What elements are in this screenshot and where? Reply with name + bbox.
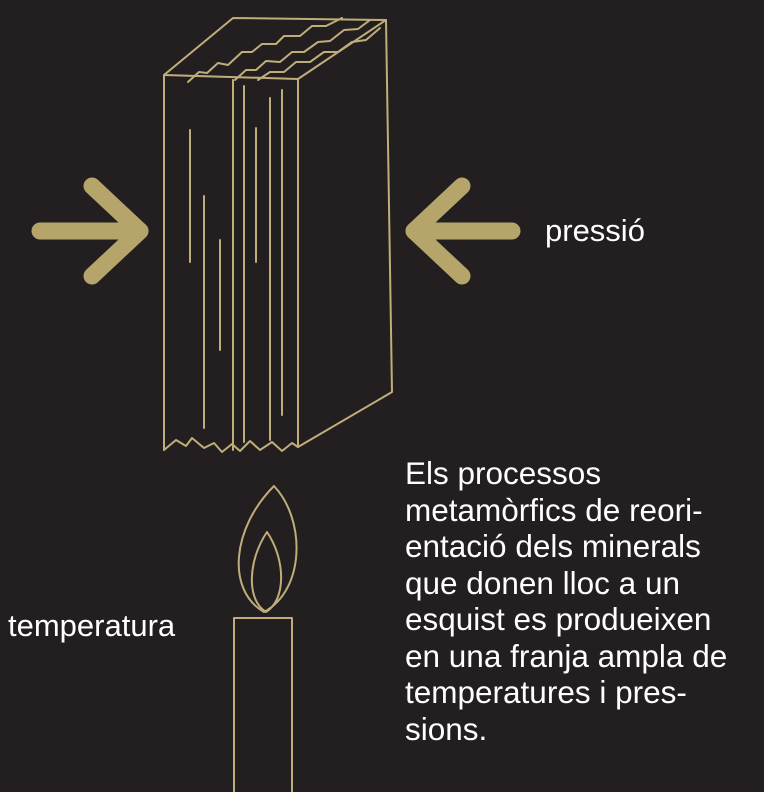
pressure-label: pressió: [545, 213, 645, 248]
description-line: entació dels minerals: [405, 528, 701, 564]
description-line: sions.: [405, 710, 488, 747]
candle-icon: [233, 485, 298, 792]
schist-block-icon: [163, 17, 393, 453]
arrow-left-icon: [405, 177, 521, 285]
description-line: Els processos: [405, 455, 602, 491]
description-line: que donen lloc a un: [405, 564, 680, 601]
description-line: en una franja ampla de: [405, 637, 728, 674]
temperature-label: temperatura: [8, 608, 176, 643]
description-line: esquist es produeixen: [405, 601, 712, 637]
arrow-right-icon: [31, 177, 149, 285]
description-line: metamòrfics de reori-: [405, 491, 703, 528]
description-text: Els processos metamòrfics de reori- enta…: [405, 455, 764, 747]
description-line: temperatures i pres-: [405, 674, 687, 710]
